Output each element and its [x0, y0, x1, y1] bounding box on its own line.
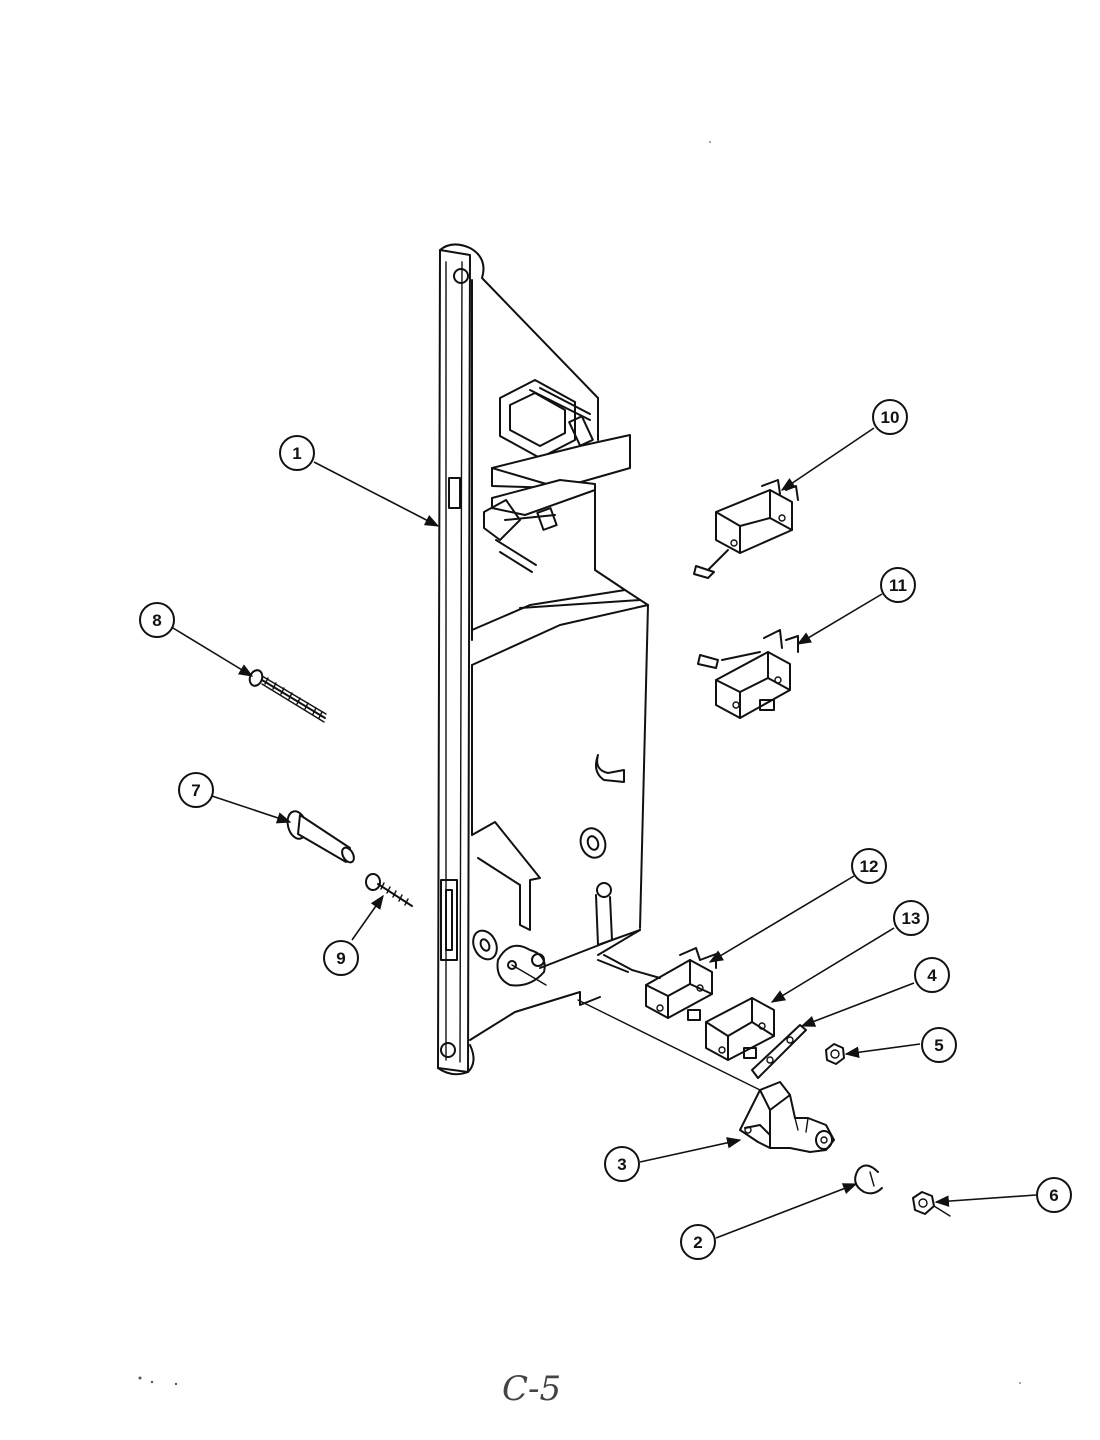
callout-9-label: 9 [336, 949, 345, 968]
nut-part-5 [825, 1043, 845, 1065]
callout-9: 9 [323, 940, 359, 976]
switch-part-11 [697, 629, 799, 719]
switch-part-13 [705, 997, 775, 1061]
callout-3: 3 [604, 1146, 640, 1182]
page-mark: C-5 [502, 1369, 561, 1409]
callout-12-label: 12 [860, 857, 879, 876]
scan-specks [138, 141, 1021, 1386]
callout-5: 5 [921, 1027, 957, 1063]
e-ring-part-2 [854, 1164, 883, 1195]
callout-10: 10 [872, 399, 908, 435]
latch-frame-part [437, 243, 649, 1076]
callout-6: 6 [1036, 1177, 1072, 1213]
switch-part-10 [693, 479, 799, 579]
callout-2: 2 [680, 1224, 716, 1260]
callout-13-label: 13 [902, 909, 921, 928]
shaft-axis-line [511, 964, 761, 1091]
callout-1-label: 1 [292, 444, 301, 463]
callout-10-label: 10 [881, 408, 900, 427]
pin-part-7 [286, 810, 355, 864]
nut-part-6 [912, 1191, 951, 1217]
insulator-part-4 [751, 1024, 807, 1079]
actuator-part-3 [739, 1081, 835, 1153]
callout-2-label: 2 [693, 1233, 702, 1252]
callout-13: 13 [893, 900, 929, 936]
callout-11: 11 [880, 567, 916, 603]
callout-6-label: 6 [1049, 1186, 1058, 1205]
callout-7-label: 7 [191, 781, 200, 800]
callout-3-label: 3 [617, 1155, 626, 1174]
screw-part-9 [365, 873, 413, 907]
callout-4-label: 4 [927, 966, 937, 985]
switch-part-12 [597, 947, 717, 1021]
callout-8: 8 [139, 602, 175, 638]
callout-7: 7 [178, 772, 214, 808]
callout-8-label: 8 [152, 611, 161, 630]
callout-11-label: 11 [889, 576, 907, 595]
leader-lines [172, 427, 1037, 1239]
callout-12: 12 [851, 848, 887, 884]
callout-5-label: 5 [934, 1036, 943, 1055]
callout-4: 4 [914, 957, 950, 993]
callout-1: 1 [279, 435, 315, 471]
screw-part-8 [248, 669, 327, 723]
